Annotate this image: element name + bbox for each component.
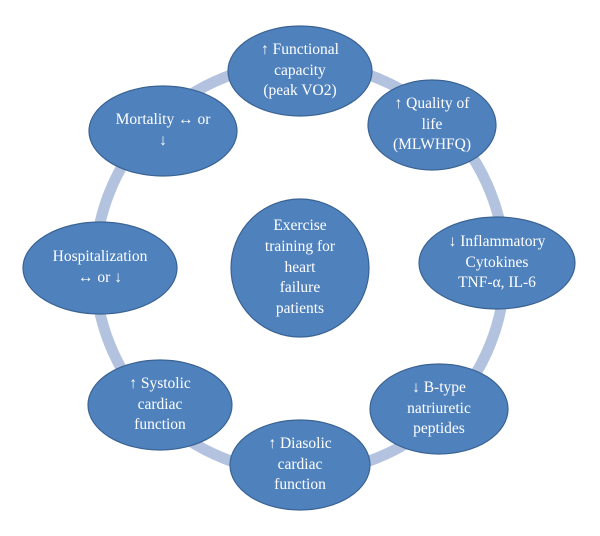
center-node-ellipse <box>230 198 370 338</box>
node-mortality-ellipse <box>88 85 238 177</box>
node-quality-of-life-ellipse <box>367 79 497 171</box>
node-b-type-natriuretic-peptides-ellipse <box>369 363 509 455</box>
node-systolic-cardiac-function-ellipse <box>87 359 233 451</box>
node-functional-capacity-ellipse <box>227 25 373 117</box>
node-hospitalization-ellipse <box>22 221 178 315</box>
node-inflammatory-cytokines-ellipse <box>418 216 576 310</box>
node-diastolic-cardiac-function-ellipse <box>229 419 371 511</box>
